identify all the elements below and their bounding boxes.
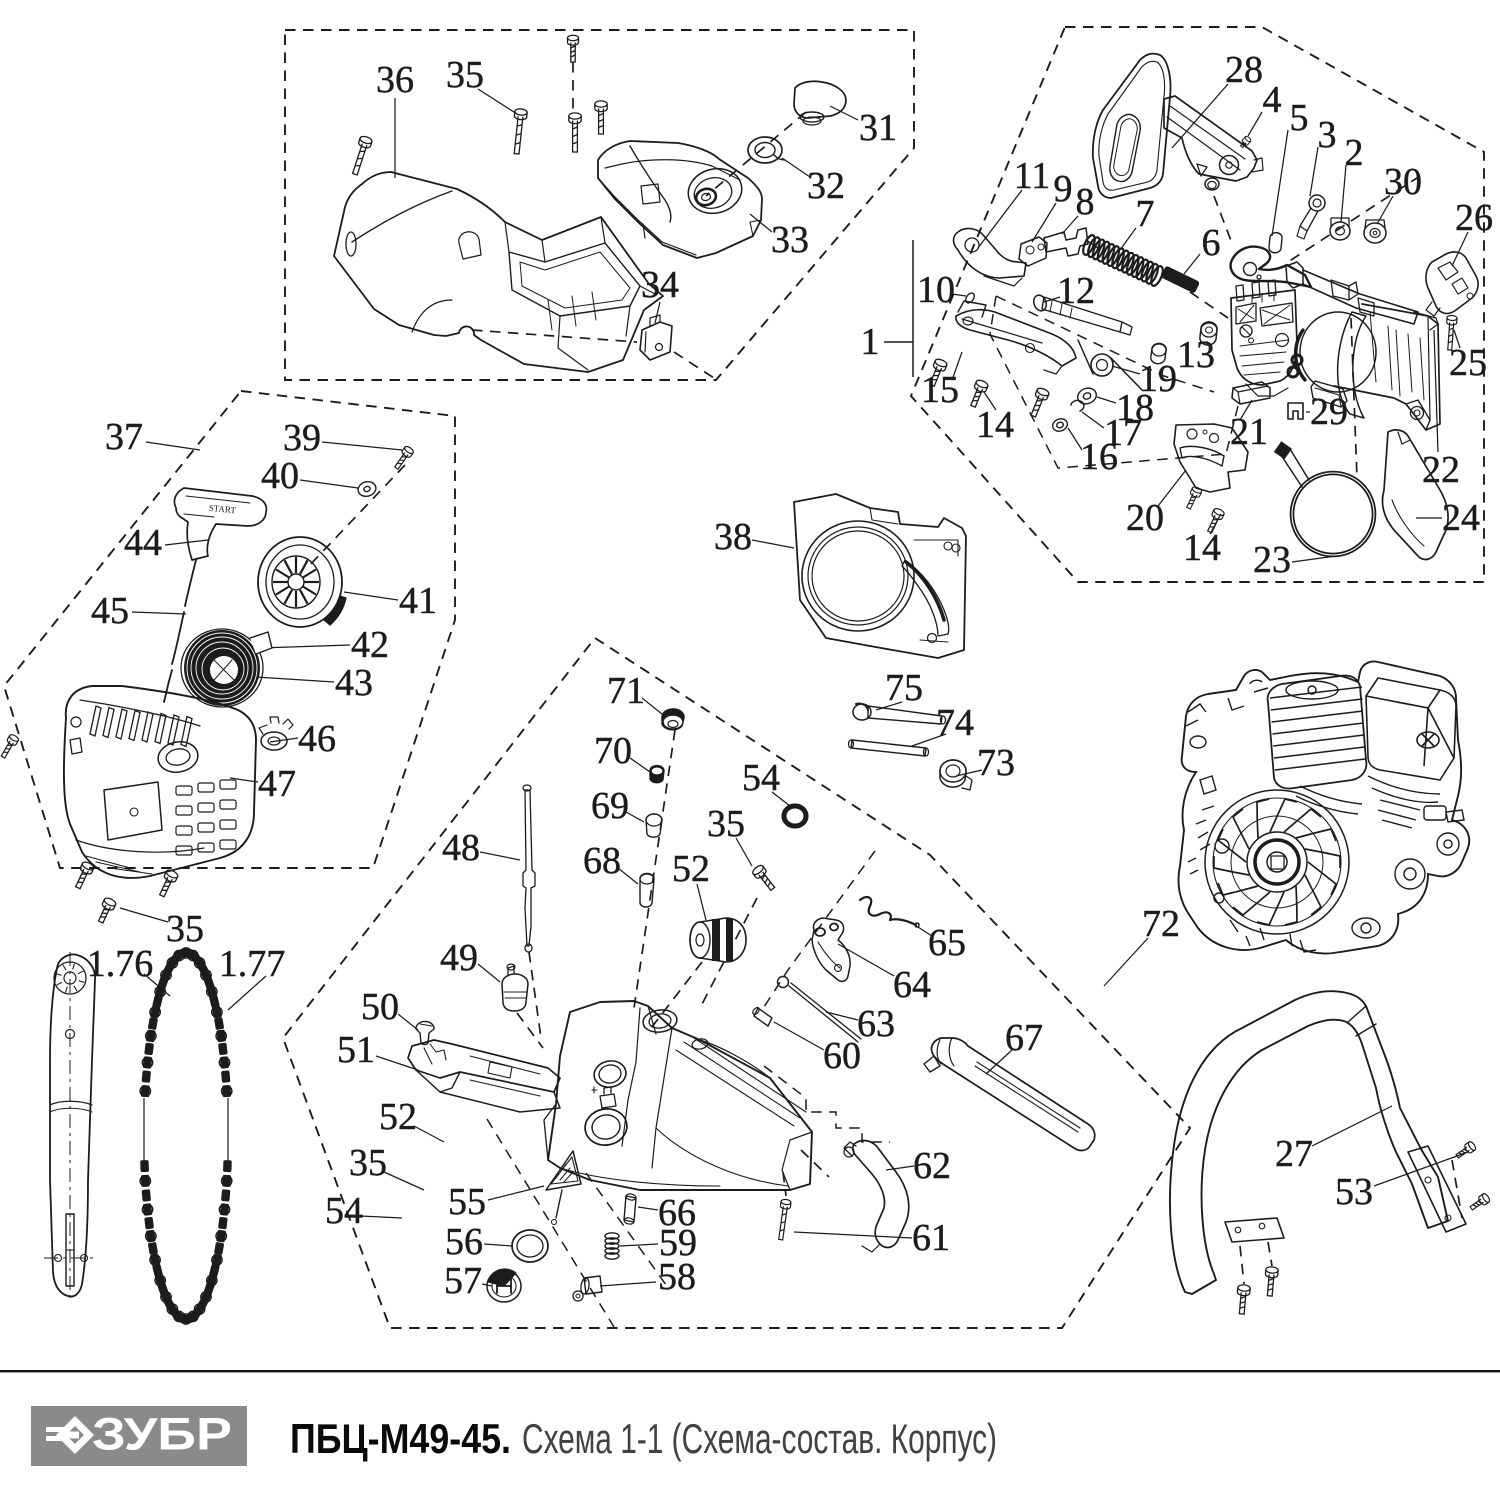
svg-text:12: 12 [1057, 270, 1095, 312]
svg-text:58: 58 [658, 1256, 696, 1298]
svg-text:16: 16 [1080, 436, 1118, 478]
svg-text:52: 52 [672, 848, 710, 890]
svg-text:49: 49 [440, 937, 478, 979]
svg-text:19: 19 [1139, 358, 1177, 400]
svg-text:6: 6 [1202, 222, 1221, 264]
svg-text:54: 54 [325, 1190, 363, 1232]
svg-text:ЗУБР: ЗУБР [92, 1409, 232, 1460]
svg-text:18: 18 [1116, 387, 1154, 429]
svg-text:69: 69 [591, 785, 629, 827]
svg-text:35: 35 [446, 54, 484, 96]
svg-text:65: 65 [928, 922, 966, 964]
svg-text:73: 73 [977, 742, 1015, 784]
svg-text:54: 54 [742, 757, 780, 799]
svg-text:10: 10 [917, 269, 955, 311]
svg-text:75: 75 [885, 667, 923, 709]
svg-text:9: 9 [1054, 168, 1073, 210]
svg-text:36: 36 [376, 59, 414, 101]
svg-text:29: 29 [1310, 391, 1348, 433]
svg-text:21: 21 [1230, 411, 1268, 453]
svg-text:14: 14 [976, 404, 1014, 446]
svg-text:52: 52 [379, 1096, 417, 1138]
svg-text:71: 71 [607, 670, 645, 712]
svg-text:8: 8 [1076, 181, 1095, 223]
svg-text:53: 53 [1335, 1171, 1373, 1213]
svg-text:28: 28 [1225, 49, 1263, 91]
svg-text:3: 3 [1318, 114, 1337, 156]
svg-text:42: 42 [351, 624, 389, 666]
svg-text:39: 39 [283, 417, 321, 459]
svg-text:13: 13 [1177, 334, 1215, 376]
svg-text:72: 72 [1142, 903, 1180, 945]
svg-text:25: 25 [1449, 342, 1487, 384]
svg-text:45: 45 [91, 590, 129, 632]
svg-text:35: 35 [166, 908, 204, 950]
svg-text:56: 56 [445, 1221, 483, 1263]
svg-text:11: 11 [1014, 155, 1051, 197]
svg-text:1.76: 1.76 [87, 943, 154, 985]
svg-text:67: 67 [1005, 1017, 1043, 1059]
svg-text:70: 70 [594, 730, 632, 772]
svg-text:55: 55 [448, 1181, 486, 1223]
svg-text:61: 61 [912, 1217, 950, 1259]
svg-text:23: 23 [1253, 539, 1291, 581]
svg-text:47: 47 [258, 763, 296, 805]
svg-text:1.77: 1.77 [219, 943, 286, 985]
svg-text:14: 14 [1183, 527, 1221, 569]
svg-text:46: 46 [298, 718, 336, 760]
svg-text:59: 59 [659, 1222, 697, 1264]
svg-text:1: 1 [861, 321, 880, 363]
svg-text:33: 33 [771, 219, 809, 261]
svg-text:41: 41 [399, 580, 437, 622]
svg-text:66: 66 [658, 1192, 696, 1234]
svg-text:44: 44 [124, 522, 162, 564]
svg-text:63: 63 [857, 1003, 895, 1045]
svg-text:60: 60 [823, 1035, 861, 1077]
svg-text:35: 35 [349, 1142, 387, 1184]
svg-text:27: 27 [1275, 1133, 1313, 1175]
svg-text:57: 57 [444, 1260, 482, 1302]
svg-text:34: 34 [641, 264, 679, 306]
svg-text:32: 32 [807, 165, 845, 207]
svg-text:ПБЦ-М49-45.Схема 1-1 (Схема-со: ПБЦ-М49-45.Схема 1-1 (Схема-состав. Корп… [290, 1415, 997, 1462]
svg-text:40: 40 [261, 455, 299, 497]
svg-text:15: 15 [921, 369, 959, 411]
svg-text:7: 7 [1136, 193, 1155, 235]
svg-text:35: 35 [707, 803, 745, 845]
svg-text:4: 4 [1263, 79, 1282, 121]
svg-text:30: 30 [1384, 161, 1422, 203]
svg-text:20: 20 [1126, 497, 1164, 539]
svg-text:62: 62 [913, 1145, 951, 1187]
svg-text:31: 31 [859, 107, 897, 149]
svg-text:74: 74 [936, 702, 974, 744]
svg-text:37: 37 [105, 416, 143, 458]
svg-text:51: 51 [337, 1029, 375, 1071]
svg-text:2: 2 [1345, 132, 1364, 174]
svg-text:68: 68 [583, 840, 621, 882]
svg-text:38: 38 [714, 516, 752, 558]
svg-text:50: 50 [361, 986, 399, 1028]
svg-text:17: 17 [1104, 412, 1142, 454]
svg-text:64: 64 [893, 964, 931, 1006]
svg-text:START: START [208, 503, 237, 516]
svg-text:26: 26 [1455, 197, 1493, 239]
svg-text:5: 5 [1290, 97, 1309, 139]
svg-text:48: 48 [442, 827, 480, 869]
svg-text:43: 43 [335, 662, 373, 704]
